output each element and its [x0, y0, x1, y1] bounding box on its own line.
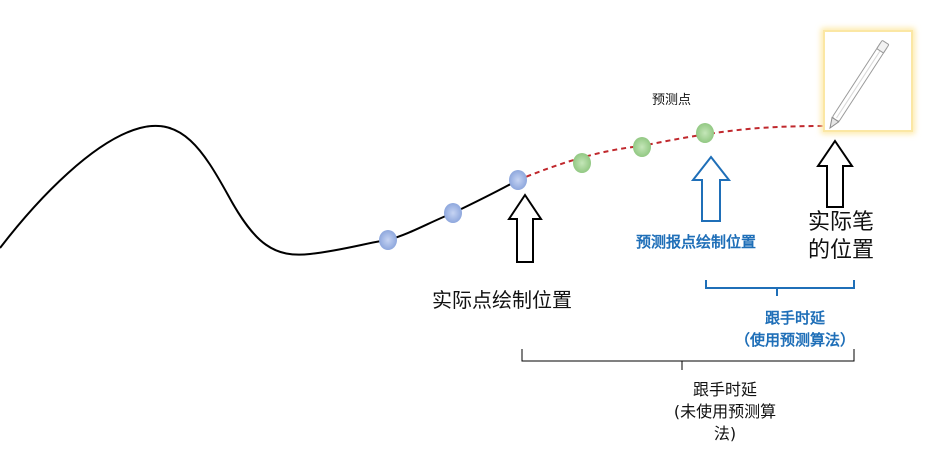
latency-with-prediction-label: 跟手时延 （使用预测算法）	[735, 307, 855, 351]
stroke-curve	[0, 125, 519, 256]
stylus-pen-icon	[821, 28, 915, 134]
predicted-point	[573, 153, 591, 173]
latency-with-prediction-line2: （使用预测算法）	[735, 331, 856, 349]
brace-without-prediction	[521, 349, 855, 370]
up-arrow-icon	[816, 139, 854, 208]
pen-position-line2: 的位置	[808, 238, 875, 263]
actual-draw-position-label: 实际点绘制位置	[432, 288, 572, 312]
predicted-points-label: 预测点	[652, 93, 692, 108]
predicted-path	[517, 125, 829, 181]
brace-with-prediction	[705, 280, 855, 296]
up-arrow-icon	[507, 193, 543, 263]
actual-point	[444, 203, 462, 223]
latency-without-prediction-line3: 法)	[713, 424, 737, 443]
latency-with-prediction-line1: 跟手时延	[765, 309, 826, 327]
actual-point	[509, 170, 527, 190]
latency-without-prediction-line2: (未使用预测算	[673, 402, 777, 421]
predicted-point	[633, 137, 651, 157]
pen-position-label: 实际笔 的位置	[808, 209, 898, 265]
latency-without-prediction-line1: 跟手时延	[692, 380, 757, 399]
predicted-draw-position-label: 预测报点绘制位置	[636, 233, 757, 251]
actual-point	[379, 230, 397, 250]
pen-position-line1: 实际笔	[808, 210, 875, 235]
predicted-point	[696, 123, 714, 143]
up-arrow-icon	[690, 155, 732, 222]
latency-without-prediction-label: 跟手时延 (未使用预测算 法)	[650, 379, 800, 445]
